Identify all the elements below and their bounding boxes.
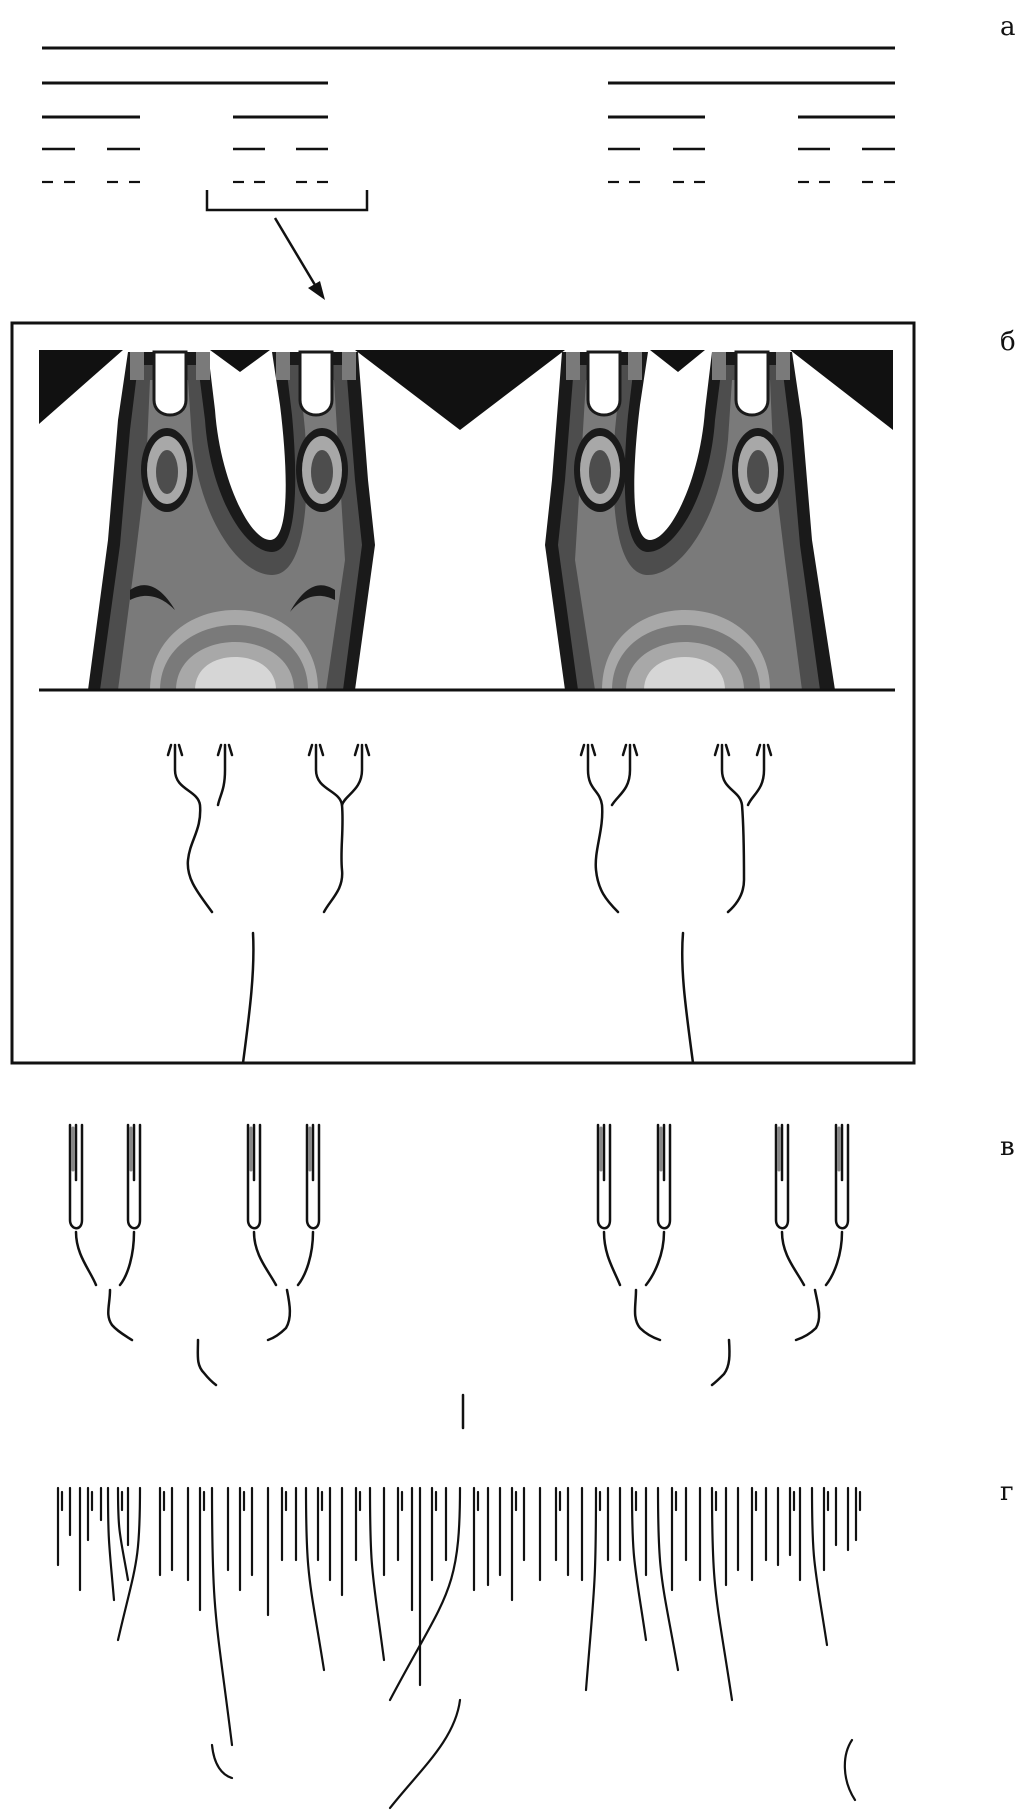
dendrite-strand bbox=[370, 1488, 384, 1660]
dendrite-strand bbox=[108, 1488, 114, 1600]
selection-bracket bbox=[207, 190, 367, 210]
panel-label-g: г bbox=[1000, 1477, 1014, 1507]
dendrite-strand bbox=[390, 1488, 460, 1700]
trunk-left bbox=[243, 933, 253, 1063]
dendrite-tail bbox=[845, 1740, 855, 1800]
tree-b-2 bbox=[309, 745, 369, 912]
panel-g-dendrite-forest bbox=[58, 1488, 860, 1808]
zoom-arrow-head bbox=[308, 281, 325, 300]
zoom-arrow-shaft bbox=[275, 218, 318, 290]
branch-joins bbox=[76, 1232, 842, 1428]
trunk-right bbox=[682, 933, 693, 1063]
branch-trees-b bbox=[168, 745, 771, 1063]
dendrite-strand bbox=[712, 1488, 732, 1700]
dendrite-tail bbox=[212, 1745, 232, 1778]
dendrite-strand bbox=[586, 1488, 596, 1690]
panel-v-branches bbox=[70, 1125, 848, 1428]
panel-label-a: а bbox=[1000, 12, 1016, 42]
panel-label-v: в bbox=[1000, 1132, 1015, 1162]
banded-body-left bbox=[88, 352, 375, 690]
panel-label-b: б bbox=[1000, 327, 1016, 357]
tube-shading bbox=[73, 1128, 839, 1170]
tree-b-3 bbox=[581, 745, 637, 912]
dendrite-strand bbox=[306, 1488, 324, 1670]
dendrite-strand bbox=[632, 1488, 646, 1640]
tube-pairs bbox=[70, 1125, 848, 1228]
tree-b-4 bbox=[715, 745, 771, 912]
dendrite-strand bbox=[658, 1488, 678, 1670]
panel-b bbox=[12, 323, 914, 1063]
dendrite-tail bbox=[390, 1700, 460, 1808]
tree-b-1 bbox=[168, 745, 232, 912]
panel-a-hierarchy bbox=[42, 48, 895, 300]
banded-body-right bbox=[545, 352, 835, 690]
